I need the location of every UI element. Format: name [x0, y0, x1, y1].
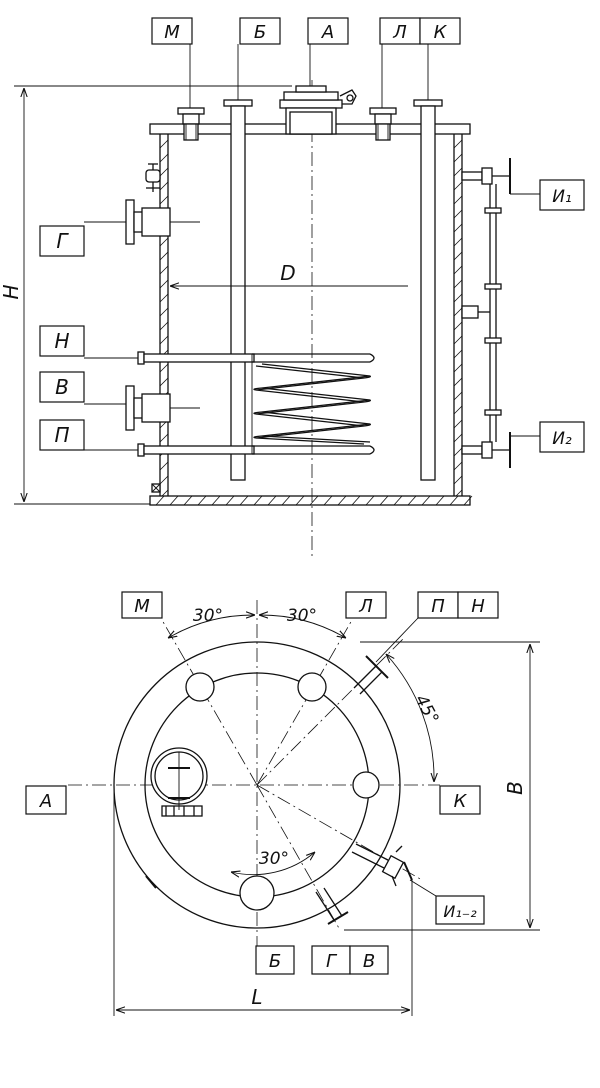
svg-text:Г: Г — [56, 229, 69, 253]
plan-label-n: Н — [457, 591, 499, 619]
angle-label-1: 30° — [193, 606, 223, 626]
nozzle-b-plan — [239, 875, 275, 911]
svg-text:П: П — [431, 596, 445, 617]
plan-label-k: К — [439, 785, 481, 815]
svg-text:П: П — [54, 423, 69, 447]
nozzle-gv-plan — [315, 887, 349, 925]
nozzle-v — [125, 385, 200, 431]
svg-text:И₁₋₂: И₁₋₂ — [443, 902, 477, 921]
valve-top-left — [145, 163, 161, 192]
heating-coil — [251, 353, 375, 455]
manhole-a-plan — [150, 747, 208, 817]
plan-label-i12: И₁₋₂ — [409, 879, 485, 925]
svg-text:Г: Г — [326, 951, 338, 972]
svg-text:H: H — [0, 284, 23, 299]
svg-text:А: А — [39, 791, 52, 812]
left-wall — [159, 134, 169, 499]
svg-text:И₂: И₂ — [552, 429, 572, 449]
plan-label-b: Б — [255, 945, 295, 975]
label-box-v: В — [39, 371, 126, 405]
plan-label-a: А — [25, 785, 67, 815]
nozzle-l — [369, 107, 397, 141]
angle-label-4: 30° — [259, 849, 289, 869]
nozzle-pn-plan — [353, 655, 389, 695]
level-gauge — [461, 158, 511, 468]
label-box-g: Г — [39, 221, 126, 257]
plan-label-m: М — [121, 591, 163, 619]
plan-label-p: П — [417, 591, 459, 619]
angle-arcs — [168, 615, 434, 875]
svg-text:Б: Б — [269, 951, 281, 972]
label-box-a: А — [307, 17, 349, 45]
bottom-plate — [149, 495, 473, 506]
nozzle-m — [177, 107, 205, 141]
svg-text:В: В — [363, 951, 375, 972]
svg-text:И₁: И₁ — [552, 187, 572, 207]
nozzle-g — [125, 199, 200, 245]
svg-text:Б: Б — [254, 22, 266, 43]
width-dimension: B — [344, 641, 540, 931]
svg-text:К: К — [454, 791, 468, 812]
svg-text:D: D — [280, 261, 295, 285]
plan-label-v: В — [349, 945, 389, 975]
label-box-k: К — [419, 17, 461, 45]
svg-text:B: B — [503, 781, 527, 795]
svg-text:Н: Н — [471, 596, 485, 617]
svg-text:Л: Л — [358, 596, 373, 617]
svg-text:А: А — [321, 22, 334, 43]
diameter-dimension: D — [170, 261, 408, 286]
svg-text:М: М — [164, 22, 180, 43]
coil-pipe-n — [137, 351, 255, 365]
label-box-m: М — [151, 17, 193, 45]
nozzle-l-plan — [297, 672, 327, 702]
label-box-i1: И₁ — [510, 179, 585, 211]
height-dimension: H — [0, 85, 292, 505]
pipe-k — [413, 99, 443, 481]
label-box-l: Л — [379, 17, 421, 45]
coil-pipe-p — [137, 443, 255, 457]
label-box-n: Н — [39, 325, 138, 359]
svg-text:К: К — [434, 22, 448, 43]
length-dimension: L — [113, 785, 413, 1016]
svg-text:L: L — [251, 985, 262, 1009]
label-box-i2: И₂ — [510, 421, 585, 453]
plan-label-g: Г — [311, 945, 351, 975]
angle-label-2: 30° — [287, 606, 317, 626]
svg-text:Л: Л — [392, 22, 407, 43]
side-view: М Б А Л К H — [0, 17, 585, 556]
svg-text:М: М — [134, 596, 150, 617]
label-box-p: П — [39, 419, 138, 451]
nozzle-m-plan — [185, 672, 215, 702]
pipe-b — [223, 99, 253, 481]
manhole-a — [279, 85, 357, 135]
plan-label-l: Л — [345, 591, 387, 619]
svg-text:В: В — [55, 375, 69, 399]
svg-text:Н: Н — [54, 329, 69, 353]
level-gauge-plan — [351, 843, 413, 887]
nozzle-small-plan — [145, 875, 157, 889]
label-box-b: Б — [239, 17, 281, 45]
nozzle-k-plan — [352, 771, 380, 799]
right-wall — [453, 134, 463, 499]
plan-view: 30° 30° 45° 30° М Л П Н А К — [25, 591, 540, 1016]
